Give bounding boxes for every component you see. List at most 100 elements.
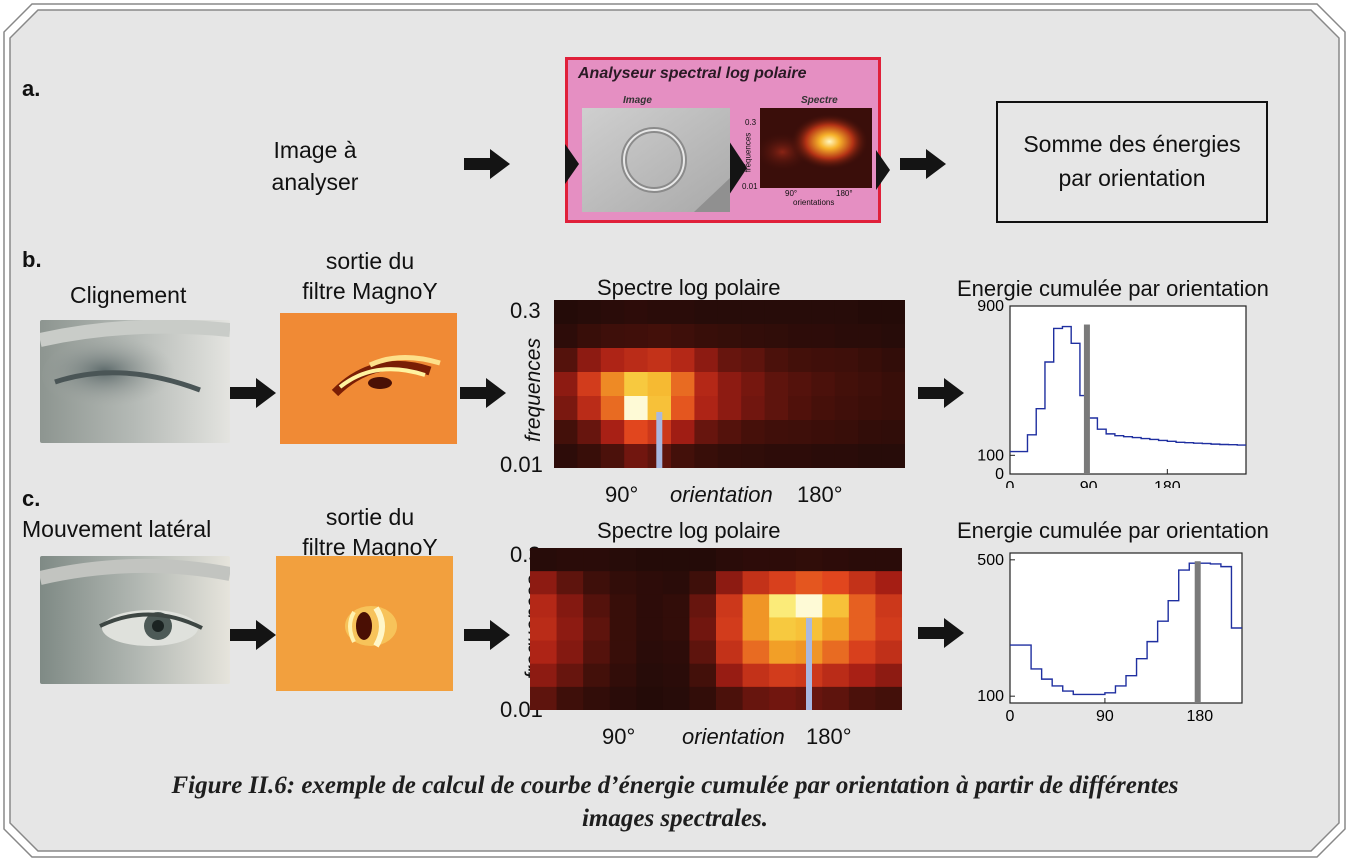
heatmap-cell (848, 617, 876, 642)
caption-line1: Figure II.6: exemple de calcul de courbe… (171, 772, 1179, 799)
arrow-c2 (464, 620, 510, 650)
spectrum-b-y-axis: frequences (521, 338, 545, 442)
heatmap-cell (530, 686, 558, 710)
heatmap-cell (600, 372, 625, 397)
heatmap-cell (741, 372, 766, 397)
heatmap-cell (583, 663, 611, 688)
heatmap-cell (600, 300, 625, 325)
heatmap-cell (530, 594, 558, 618)
heatmap-cell (788, 396, 812, 421)
heatmap-cell (769, 686, 797, 710)
energy-series-line (1010, 325, 1246, 453)
arrow-b2 (460, 378, 506, 408)
heatmap-cell (671, 372, 695, 397)
heatmap-cell (741, 324, 766, 349)
heatmap-cell (600, 348, 625, 373)
heatmap-cell (741, 348, 766, 373)
heatmap-cell (662, 548, 690, 572)
heatmap-cell (577, 420, 602, 445)
heatmap-cell (764, 372, 789, 397)
heatmap-cell (600, 324, 625, 349)
arrow-b1 (230, 378, 276, 408)
heatmap-cell (583, 640, 611, 665)
section-a-letter: a. (22, 76, 41, 101)
heatmap-cell (716, 686, 744, 710)
heatmap-cell (769, 571, 797, 595)
mini-x-tick-90: 90° (785, 189, 798, 198)
heatmap-cell (742, 594, 770, 618)
heatmap-cell (662, 663, 690, 688)
analyser-pointer-right (876, 150, 890, 190)
heatmap-cell (694, 324, 719, 349)
peak-marker (1083, 324, 1090, 474)
filter-label-c-line1: sortie du (325, 504, 415, 530)
heatmap-cell (647, 396, 672, 421)
y-tick-label: 900 (977, 298, 1004, 315)
heatmap-cell (556, 663, 584, 688)
arrow-b3 (918, 378, 964, 408)
heatmap-cell (822, 640, 850, 665)
heatmap-cell (671, 324, 695, 349)
filter-label-b-line1: sortie du (325, 248, 415, 274)
x-tick-label: 90 (1096, 708, 1114, 725)
heatmap-cell (858, 372, 883, 397)
heatmap-cell (741, 300, 766, 325)
peak-marker (1194, 561, 1201, 703)
energy-sum-line2: par orientation (1058, 165, 1206, 191)
analyser-image-label: Image (623, 95, 652, 106)
heatmap-cell (716, 617, 744, 642)
heatmap-cell (811, 420, 836, 445)
mini-x-axis: orientations (793, 198, 835, 207)
spectrum-marker (656, 412, 663, 468)
y-tick-label: 100 (977, 447, 1004, 464)
analyser-spectre-label: Spectre (801, 95, 838, 106)
heatmap-cell (881, 444, 905, 468)
heatmap-cell (822, 594, 850, 618)
heatmap-cell (694, 396, 719, 421)
heatmap-cell (788, 300, 812, 325)
energy-b-title: Energie cumulée par orientation (957, 276, 1269, 301)
heatmap-cell (647, 348, 672, 373)
plot-area (1009, 305, 1247, 475)
heatmap-cell (858, 420, 883, 445)
heatmap-cell (689, 617, 717, 642)
heatmap-cell (530, 663, 558, 688)
heatmap-cell (624, 420, 649, 445)
heatmap-cell (875, 663, 902, 688)
heatmap-cell (811, 300, 836, 325)
analyser-pointer-mid (727, 138, 747, 198)
heatmap-cell (624, 300, 649, 325)
energy-series-line (1010, 562, 1242, 696)
heatmap-cell (624, 348, 649, 373)
heatmap-cell (694, 300, 719, 325)
heatmap-cell (769, 640, 797, 665)
heatmap-cell (554, 348, 578, 373)
heatmap-cell (811, 444, 836, 468)
heatmap-cell (788, 372, 812, 397)
x-tick-label: 0 (1006, 708, 1015, 725)
heatmap-cell (717, 324, 742, 349)
heatmap-cell (671, 444, 695, 468)
heatmap-cell (764, 396, 789, 421)
heatmap-cell (788, 444, 812, 468)
heatmap-cell (636, 663, 664, 688)
heatmap-cell (671, 396, 695, 421)
heatmap-cell (583, 548, 611, 572)
input-image-label-line2: analyser (271, 169, 359, 195)
heatmap-cell (624, 324, 649, 349)
heatmap-cell (769, 617, 797, 642)
heatmap-cell (811, 396, 836, 421)
y-tick-label: 500 (977, 552, 1004, 569)
heatmap-cell (875, 640, 902, 665)
heatmap-cell (694, 372, 719, 397)
heatmap-cell (764, 420, 789, 445)
heatmap-cell (716, 663, 744, 688)
heatmap-cell (636, 548, 664, 572)
heatmap-cell (742, 663, 770, 688)
filter-label-b: sortie du filtre MagnoY (295, 246, 445, 306)
heatmap-cell (834, 372, 859, 397)
heatmap-cell (671, 420, 695, 445)
heatmap-cell (881, 324, 905, 349)
analyser-input-image (582, 108, 730, 212)
heatmap-cell (689, 640, 717, 665)
